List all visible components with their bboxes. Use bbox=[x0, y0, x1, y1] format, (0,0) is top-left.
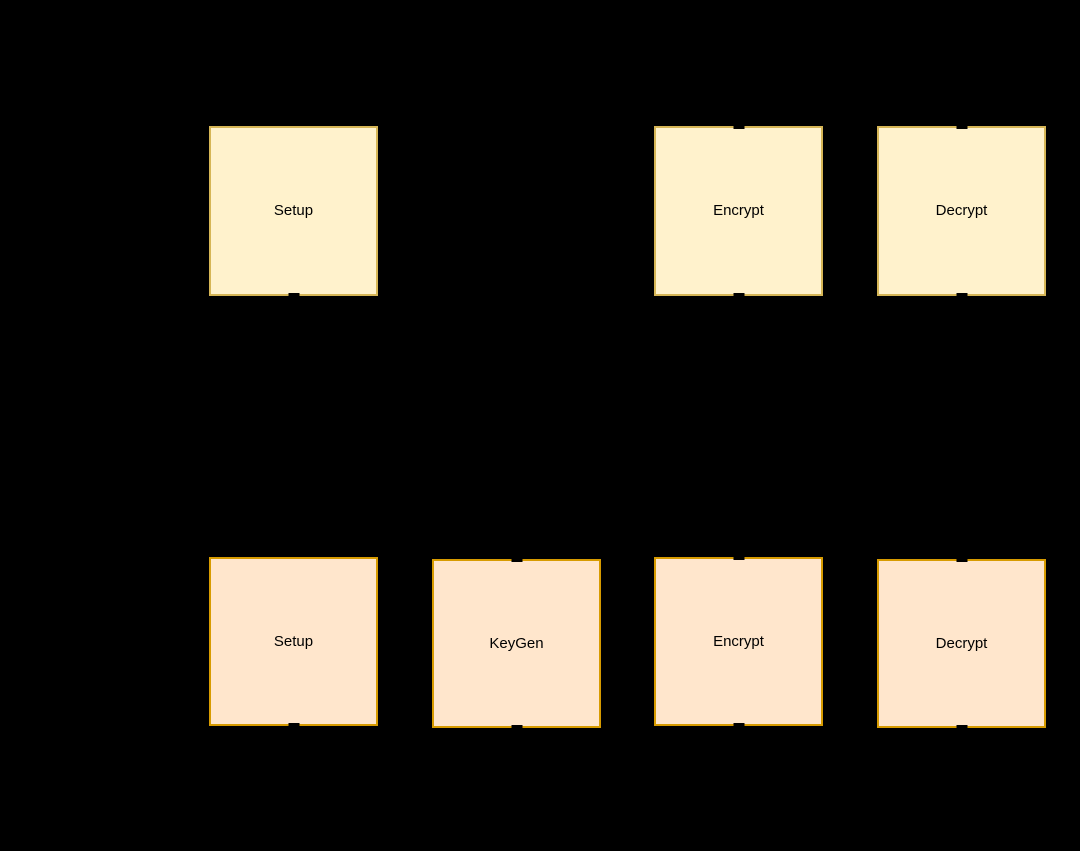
node-label: Encrypt bbox=[713, 202, 764, 219]
arrow-stub-top-icon bbox=[733, 557, 744, 560]
arrow-stub-bottom-icon bbox=[956, 725, 967, 728]
arrow-stub-bottom-icon bbox=[511, 725, 522, 728]
arrow-stub-top-icon bbox=[956, 126, 967, 129]
arrow-stub-bottom-icon bbox=[288, 723, 299, 726]
node-setup-row1: Setup bbox=[209, 126, 378, 296]
node-setup-row2: Setup bbox=[209, 557, 378, 726]
node-label: Encrypt bbox=[713, 632, 764, 650]
arrow-stub-bottom-icon bbox=[288, 293, 299, 296]
node-label: Setup bbox=[273, 202, 314, 219]
arrow-stub-bottom-icon bbox=[733, 723, 744, 726]
node-keygen-row2: KeyGen bbox=[432, 559, 601, 728]
node-label: Setup bbox=[273, 632, 314, 650]
arrow-stub-top-icon bbox=[733, 126, 744, 129]
arrow-stub-top-icon bbox=[511, 559, 522, 562]
node-label: Decrypt bbox=[935, 202, 988, 219]
arrow-stub-bottom-icon bbox=[956, 293, 967, 296]
node-decrypt-row1: Decrypt bbox=[877, 126, 1046, 296]
node-label: KeyGen bbox=[489, 634, 544, 652]
node-encrypt-row2: Encrypt bbox=[654, 557, 823, 726]
arrow-stub-top-icon bbox=[956, 559, 967, 562]
node-encrypt-row1: Encrypt bbox=[654, 126, 823, 296]
node-label: Decrypt bbox=[935, 634, 988, 652]
arrow-stub-bottom-icon bbox=[733, 293, 744, 296]
node-decrypt-row2: Decrypt bbox=[877, 559, 1046, 728]
